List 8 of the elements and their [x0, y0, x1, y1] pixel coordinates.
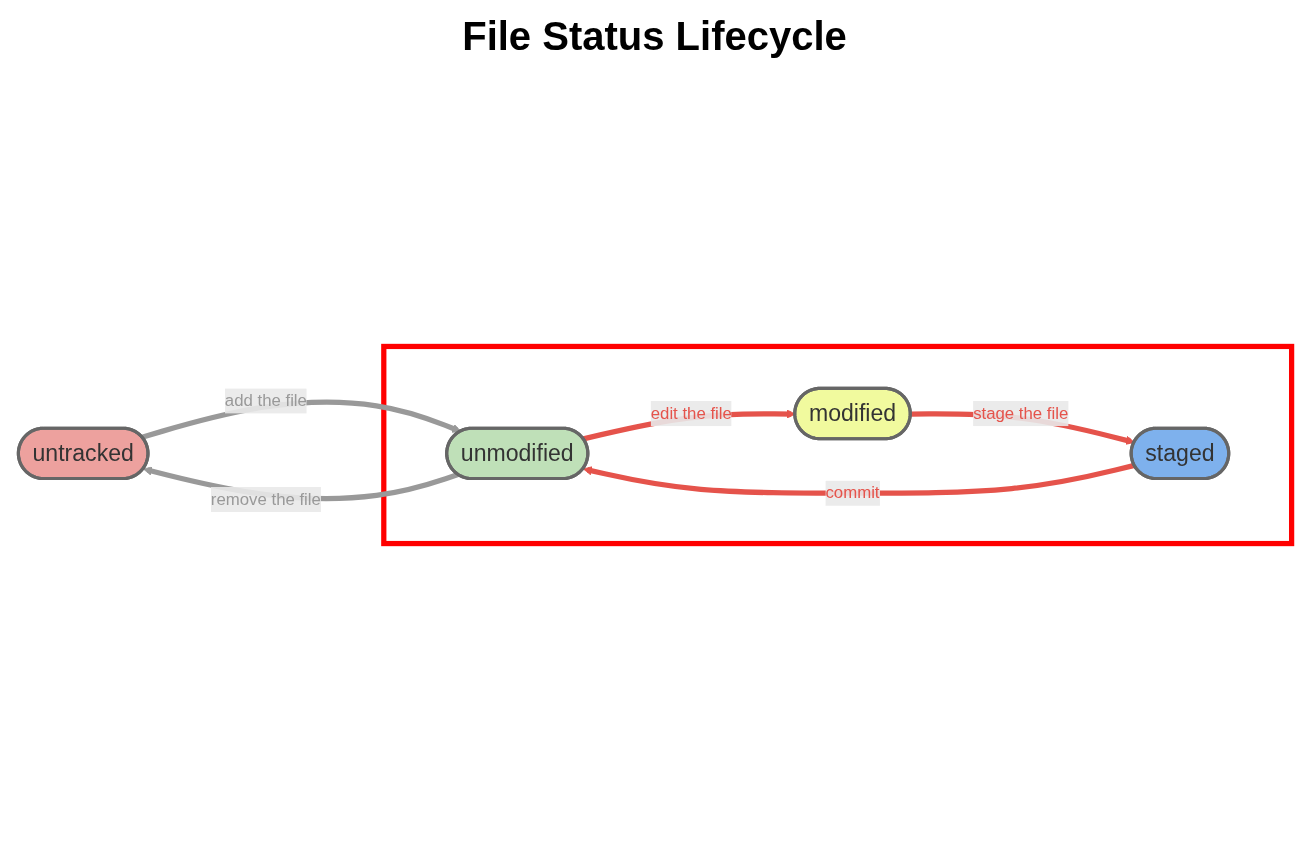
edge-label: remove the file	[210, 490, 321, 508]
arrow	[582, 462, 1135, 496]
edge-label: add the file	[224, 391, 307, 410]
edge-label: commit	[824, 483, 880, 502]
edge-label: stage the file	[972, 404, 1068, 422]
edge-label: edit the file	[650, 404, 732, 422]
cluster	[380, 343, 1294, 547]
diagram-title: File Status Lifecycle	[461, 14, 848, 59]
